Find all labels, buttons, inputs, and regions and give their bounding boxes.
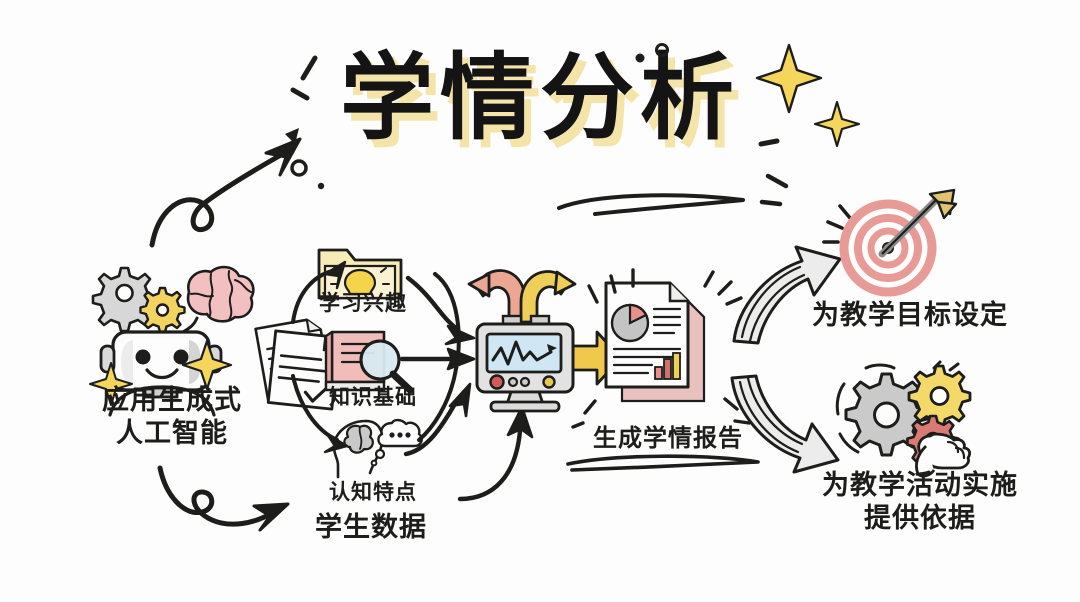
robot-sparkles	[89, 339, 233, 406]
student-item-label-1: 知识基础	[329, 385, 417, 409]
title-right-marks	[759, 173, 789, 207]
target-arrow-icon	[822, 188, 958, 297]
curly-arrow-up-right-icon	[149, 137, 302, 248]
machine-top-arrow-left	[467, 269, 527, 322]
robot-shoulders	[108, 385, 216, 417]
title-underline-squiggle	[557, 193, 745, 216]
ai-node-label: 应用生成式 人工智能	[102, 385, 242, 449]
arrow-to-analyzer-middle	[399, 347, 476, 371]
title-sparkles	[755, 43, 861, 148]
arrow-to-analyzer-bottom	[403, 382, 472, 457]
book-magnifier-icon	[324, 330, 414, 394]
page-title-text: 学情分析	[339, 44, 740, 153]
gear-large-icon	[844, 372, 929, 457]
gear-yellow-icon	[907, 364, 972, 429]
gray-block-arrow-down-right-icon	[730, 374, 840, 474]
brain-icon	[186, 265, 255, 323]
pie-chart-icon	[610, 303, 650, 343]
small-gear-icon	[139, 286, 186, 334]
robot-head-icon	[91, 265, 255, 399]
gears-hand-icon	[835, 360, 972, 478]
outcome-activity-label: 为教学活动实施 提供依据	[822, 470, 1018, 534]
student-data-label: 学生数据	[315, 512, 427, 543]
title-top-dots	[635, 43, 669, 63]
report-underline	[566, 454, 760, 472]
arrow-to-analyzer-top	[405, 275, 476, 346]
arrow-dart-icon	[878, 188, 958, 258]
gray-block-arrow-up-right-icon	[732, 245, 842, 345]
documents-stack-icon	[254, 318, 340, 411]
black-arrow-up-from-student-data	[457, 405, 534, 502]
report-label: 生成学情报告	[593, 424, 743, 452]
curly-arrow-down-right-icon	[157, 465, 290, 532]
student-item-label-0: 学习兴趣	[319, 291, 407, 315]
student-group-arcs	[291, 260, 461, 454]
report-sparks-top	[587, 268, 743, 306]
machine-top-arrow-right	[519, 270, 577, 324]
bar-chart-icon	[654, 352, 681, 380]
thought-bubble-icon	[370, 418, 423, 467]
report-sparks-bottom	[571, 397, 751, 429]
student-item-label-2: 认知特点	[329, 480, 417, 504]
pointing-hand-icon	[915, 432, 972, 478]
outcome-goal-label: 为教学目标设定	[812, 300, 1008, 331]
head-brain-thought-icon	[332, 418, 423, 479]
report-document-icon	[604, 281, 706, 403]
page-title: 学情分析 学情分析	[300, 44, 780, 170]
page-title-shadow: 学情分析	[346, 52, 747, 161]
